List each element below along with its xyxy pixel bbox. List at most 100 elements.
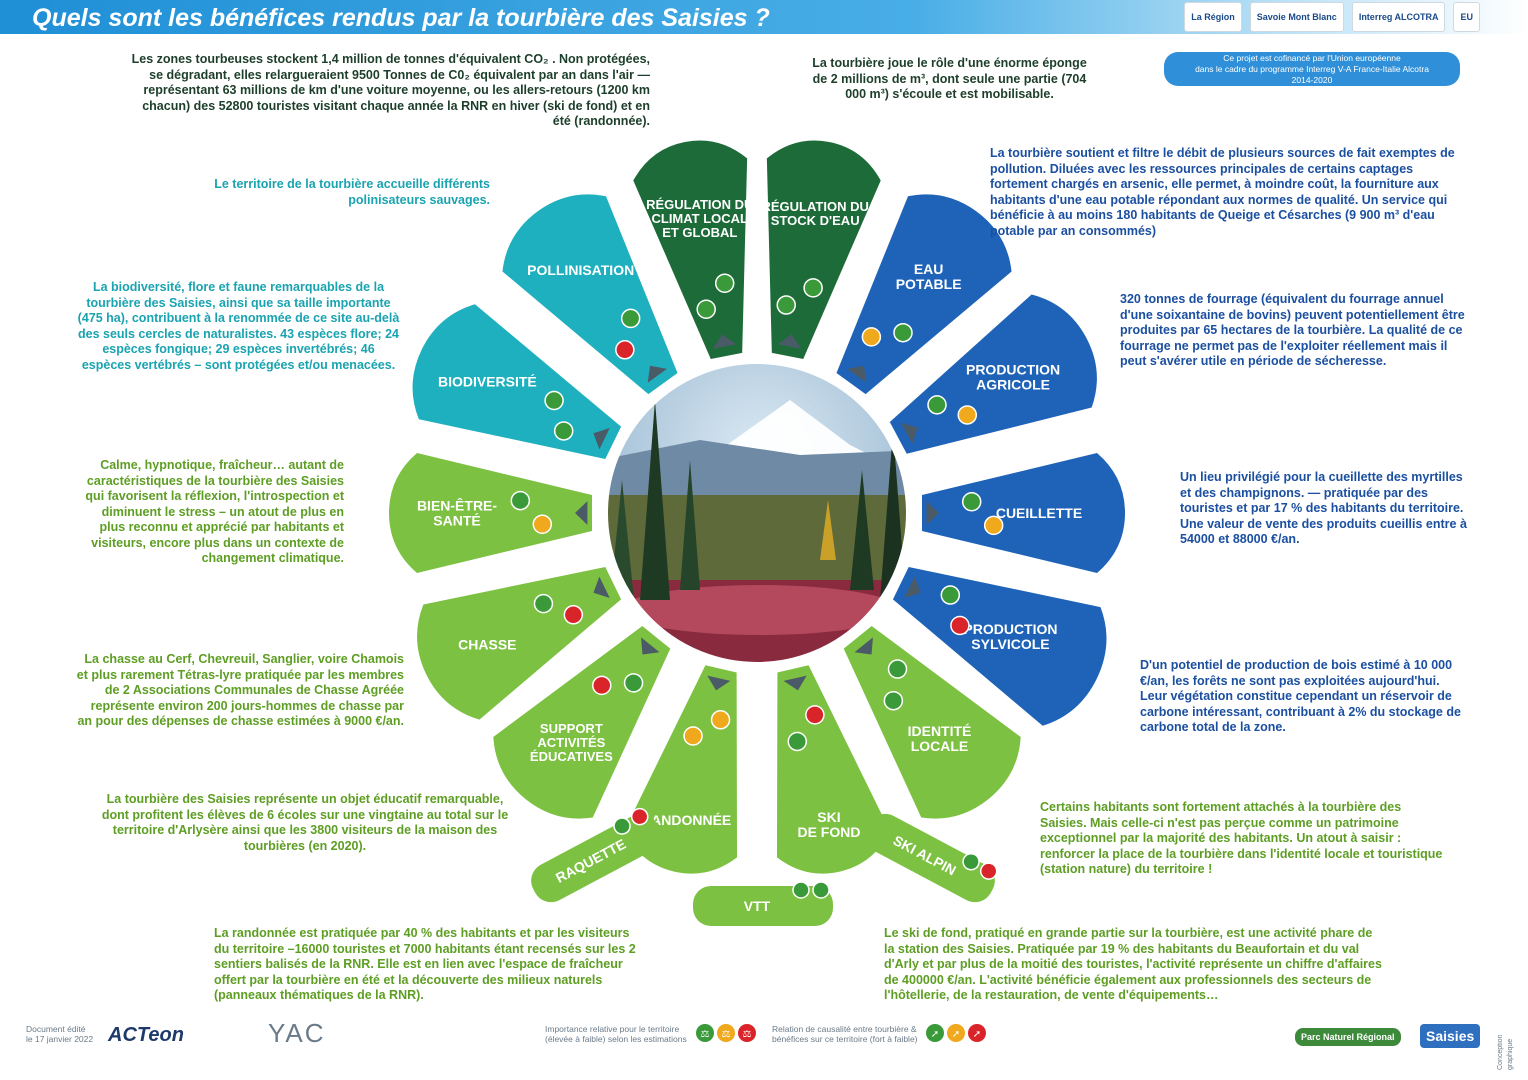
petal-sylvicole (892, 566, 1107, 726)
legend-causality: Relation de causalité entre tourbière & … (772, 1024, 918, 1044)
causality-icon-bien-etre (510, 490, 531, 511)
page-title: Quels sont les bénéfices rendus par la t… (32, 4, 770, 32)
causality-icon-raquette (630, 807, 649, 826)
arrow-eau-potable (847, 365, 867, 383)
logo-region: La Région (1184, 2, 1242, 32)
causality-icon-agricole (957, 405, 978, 425)
importance-icon-educatives (623, 673, 644, 693)
petal-chasse (417, 566, 622, 720)
text-cueillette: Un lieu privilégié pour la cueillette de… (1180, 470, 1467, 546)
svg-text:➚: ➚ (952, 1029, 960, 1040)
logo-savoie: Savoie Mont Blanc (1249, 2, 1344, 32)
legend-importance: Importance relative pour le territoire (… (545, 1024, 687, 1044)
petal-label-pollinisation: POLLINISATION (527, 262, 634, 278)
scale-icon-orange (717, 1024, 735, 1042)
svg-text:➚: ➚ (973, 1029, 981, 1040)
text-identite: Certains habitants sont fortement attach… (1040, 800, 1443, 876)
text-eau-stock: La tourbière joue le rôle d'une énorme é… (812, 56, 1087, 101)
runner-icon-red (968, 1024, 986, 1042)
petal-agricole (889, 294, 1097, 454)
petal-label-randonnee: RANDONNÉE (641, 812, 731, 828)
logo-eu: EU (1453, 2, 1480, 32)
importance-icon-sylvicole (940, 585, 961, 605)
svg-text:➚: ➚ (931, 1029, 939, 1040)
text-eau-potable: La tourbière soutient et filtre le débit… (990, 146, 1455, 238)
petal-label-cueillette: CUEILLETTE (996, 505, 1082, 521)
legend-causality-icons: ➚ ➚ ➚ (926, 1024, 986, 1042)
importance-icon-ski-alpin (962, 852, 980, 871)
petal-biodiversite (412, 304, 622, 460)
arrow-ski-fond (783, 675, 807, 691)
design-credit: Conception graphique (1497, 1034, 1514, 1070)
arrow-identite (854, 637, 873, 655)
cofinancing-banner: Ce projet est cofinancé par l'Union euro… (1164, 52, 1460, 86)
importance-icon-biodiversite (553, 421, 574, 441)
petal-educatives (493, 626, 671, 819)
causality-icon-climat (714, 273, 735, 294)
causality-icon-chasse (533, 593, 554, 614)
runner-icon-orange (947, 1024, 965, 1042)
importance-icon-identite (887, 659, 908, 679)
causality-icon-eau-stock (803, 278, 823, 298)
petal-identite (843, 626, 1021, 819)
arrow-sylvicole (904, 576, 921, 598)
arrow-chasse (593, 576, 610, 598)
petal-label-bien-etre: BIEN-ÊTRE-SANTÉ (417, 496, 497, 528)
causality-icon-educatives (592, 675, 612, 696)
causality-icon-ski-fond (787, 731, 808, 752)
causality-icon-identite (883, 690, 904, 711)
petal-label-biodiversite: BIODIVERSITÉ (438, 373, 537, 389)
text-randonnee: La randonnée est pratiquée par 40 % des … (214, 926, 636, 1002)
pill-label-vtt: VTT (744, 898, 771, 914)
importance-icon-chasse (563, 605, 584, 625)
importance-icon-bien-etre (532, 514, 553, 535)
arrow-agricole (901, 422, 918, 444)
importance-icon-raquette (613, 817, 631, 835)
logo-pnr: Parc Naturel Régional (1295, 1028, 1401, 1046)
importance-icon-agricole (927, 395, 947, 415)
text-biodiversite: La biodiversité, flore et faune remarqua… (77, 280, 400, 372)
petal-ski-fond (776, 665, 890, 874)
arrow-bien-etre (575, 501, 588, 525)
causality-icon-cueillette (983, 515, 1004, 536)
importance-icon-cueillette (961, 491, 982, 512)
edit-date: Document édité le 17 janvier 2022 (26, 1024, 94, 1044)
importance-icon-climat (696, 299, 716, 319)
arrow-biodiversite (593, 428, 610, 450)
svg-text:⚖: ⚖ (743, 1029, 752, 1040)
text-chasse: La chasse au Cerf, Chevreuil, Sanglier, … (76, 652, 404, 728)
text-educatives: La tourbière des Saisies représente un o… (101, 792, 509, 853)
svg-text:⚖: ⚖ (722, 1029, 731, 1040)
logo-yac: YAC (268, 1018, 326, 1048)
importance-icon-vtt (792, 881, 810, 899)
pill-vtt: VTT (693, 881, 833, 926)
text-ski-fond: Le ski de fond, pratiqué en grande parti… (884, 926, 1382, 1002)
petal-climat (633, 140, 748, 359)
importance-icon-ski-fond (805, 705, 825, 725)
arrow-climat (713, 334, 737, 349)
arrow-pollinisation (647, 365, 667, 383)
logo-saisies: Saisies (1420, 1024, 1481, 1048)
logo-interreg: Interreg ALCOTRA (1351, 2, 1446, 32)
text-pollinisation: Le territoire de la tourbière accueille … (214, 177, 490, 207)
importance-icon-randonnee (710, 710, 731, 730)
petal-pollinisation (502, 194, 678, 395)
causality-icon-biodiversite (544, 390, 564, 411)
text-agricole: 320 tonnes de fourrage (équivalent du fo… (1120, 292, 1465, 368)
scale-icon-green (696, 1024, 714, 1042)
text-climat: Les zones tourbeuses stockent 1,4 millio… (131, 52, 650, 128)
petal-label-chasse: CHASSE (458, 636, 516, 652)
legend-importance-icons: ⚖ ⚖ ⚖ (696, 1024, 756, 1042)
importance-icon-eau-potable (861, 327, 882, 347)
causality-icon-sylvicole (950, 615, 970, 636)
petal-eau-potable (836, 194, 1012, 395)
petal-cueillette (922, 453, 1125, 573)
